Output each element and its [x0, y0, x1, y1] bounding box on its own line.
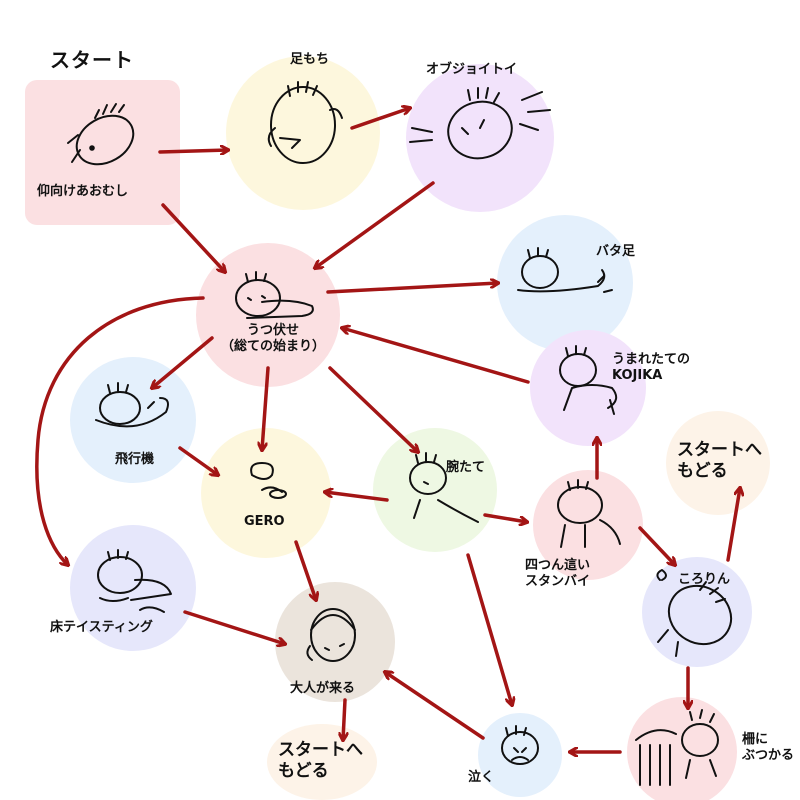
utsubuse-line-2: （総ての始まり） — [220, 339, 325, 355]
arrow-start-to-utsubuse — [161, 203, 225, 272]
naku-bg — [478, 713, 562, 797]
arrow-hikouki-to-gero — [178, 446, 218, 475]
node-yuka: 床テイスティング — [50, 620, 153, 635]
umareta-line-2: KOJIKA — [612, 368, 663, 384]
saku-line-1: 柵に — [742, 732, 769, 747]
baby-licking-floor-icon — [97, 549, 172, 613]
arrow-udetate-to-naku — [466, 553, 512, 705]
udetate-bg — [373, 428, 497, 552]
yotsunbai-line-2: スタンバイ — [525, 574, 591, 590]
arrow-yuka-to-otona — [183, 610, 285, 644]
arrow-udetate-to-gero — [325, 492, 389, 502]
baby-rolling-icon — [656, 569, 733, 657]
node-naku: 泣く — [468, 770, 495, 785]
arrow-otona-to-start-back — [343, 698, 345, 740]
start-node-bg — [25, 80, 180, 225]
objet-bg — [406, 64, 554, 212]
node-hikouki: 飛行機 — [115, 452, 155, 467]
baby-crying-icon — [501, 725, 539, 765]
batakashi-bg — [497, 215, 633, 351]
node-start-back-2: スタートへ もどる — [278, 740, 363, 783]
start-back-2-line-2: もどる — [278, 761, 329, 782]
baby-pushup-icon — [409, 452, 479, 523]
vomit-icon — [250, 462, 287, 499]
node-ashimochi: 足もち — [290, 52, 330, 67]
umareta-bg — [530, 330, 646, 446]
node-udetate: 腕たて — [446, 460, 486, 475]
arrow-utsubuse-to-hikouki — [152, 336, 214, 388]
saku-bg — [627, 697, 737, 800]
baby-wobbly-icon — [559, 345, 618, 415]
arrow-gero-to-otona — [294, 540, 316, 600]
start-back-2-bg — [267, 724, 377, 800]
node-gero: GERO — [244, 514, 285, 529]
baby-crib-bump-icon — [635, 709, 719, 786]
arrow-utsubuse-to-gero — [262, 366, 270, 450]
arrow-udetate-to-yotsunbai — [483, 513, 527, 522]
yuka-bg — [70, 525, 196, 651]
arrow-utsubuse-to-batakashi — [326, 283, 498, 294]
arrow-naku-to-otona — [385, 672, 485, 740]
baby-crawl-ready-icon — [557, 479, 621, 548]
otona-bg — [275, 582, 395, 702]
arrows — [35, 108, 740, 752]
baby-holding-feet-icon — [267, 81, 343, 164]
node-backgrounds — [25, 56, 770, 800]
baby-prone-icon — [235, 271, 314, 319]
yotsunbai-line-1: 四つん這い — [525, 558, 591, 573]
diagram-title: スタート — [50, 48, 134, 72]
node-utsubuse: うつ伏せ （総ての始まり） — [208, 323, 338, 356]
kororin-bg — [642, 557, 752, 667]
arrow-utsubuse-to-yuka — [35, 296, 205, 565]
arrow-start-to-ashimochi — [158, 150, 228, 152]
node-aomuke: 仰向けあおむし — [37, 184, 129, 199]
start-back-2-line-1: スタートへ — [278, 740, 363, 760]
gero-bg — [201, 428, 331, 558]
node-start-back-1: スタートへ もどる — [677, 440, 762, 483]
ashimochi-bg — [226, 56, 380, 210]
arrow-utsubuse-to-udetate — [328, 366, 418, 452]
arrow-kororin-to-start-back — [726, 488, 740, 562]
arrow-yotsunbai-to-kororin — [638, 526, 675, 565]
saku-line-2: ぶつかる — [742, 748, 795, 764]
arrow-ashimochi-to-objet — [350, 108, 410, 130]
node-umareta: うまれたての KOJIKA — [612, 352, 690, 385]
node-batakashi: バタ足 — [596, 244, 636, 259]
node-saku: 柵に ぶつかる — [742, 732, 794, 765]
start-back-1-line-1: スタートへ — [677, 440, 762, 460]
node-objet: オブジョイトイ — [426, 62, 518, 77]
baby-excited-icon — [409, 87, 551, 160]
arrow-objet-to-utsubuse — [315, 181, 435, 268]
umareta-line-1: うまれたての — [612, 352, 691, 367]
baby-airplane-icon — [95, 382, 169, 428]
adult-face-icon — [306, 608, 356, 662]
arrow-umareta-to-utsubuse — [342, 328, 530, 384]
node-yotsunbai: 四つん這い スタンバイ — [525, 558, 590, 591]
start-back-1-line-2: もどる — [677, 461, 728, 482]
node-kororin: ころりん — [678, 572, 731, 587]
node-otona: 大人が来る — [290, 681, 356, 696]
utsubuse-line-1: うつ伏せ — [246, 323, 299, 338]
baby-kicking-icon — [517, 247, 613, 293]
baby-on-back-icon — [67, 103, 135, 166]
